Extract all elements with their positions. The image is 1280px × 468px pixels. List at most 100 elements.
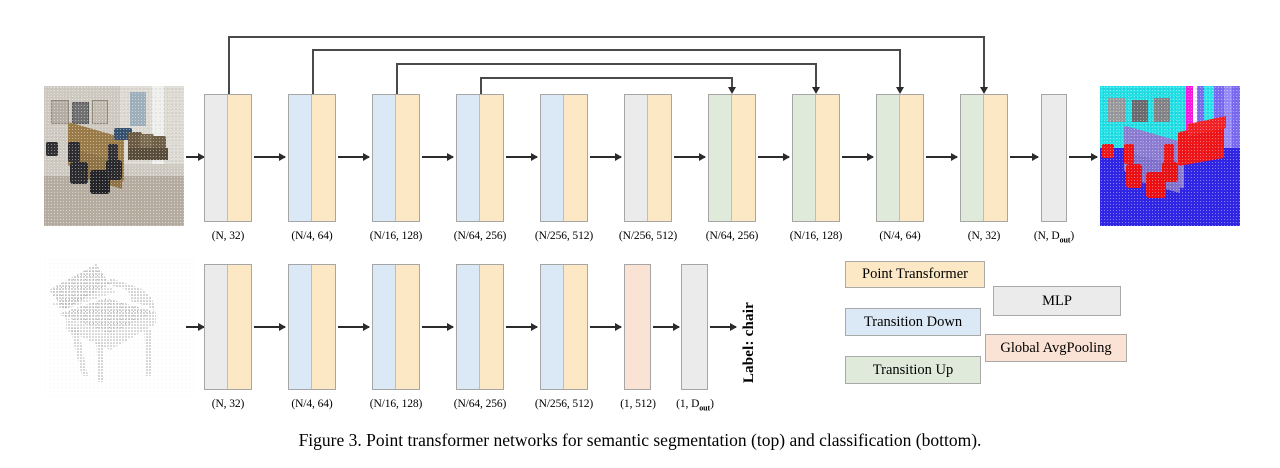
cls-block-4-dim: (N/256, 512)	[534, 398, 594, 410]
legend-label-transition-up: Transition Up	[872, 361, 954, 378]
legend-label-point-transformer: Point Transformer	[862, 266, 968, 282]
seg-arrow-5	[674, 152, 706, 161]
seg-block-9-transition-up	[961, 95, 984, 221]
cls-block-6-mlp	[682, 265, 707, 389]
seg-block-0-point-transformer	[228, 95, 251, 221]
cls-output-arrow	[710, 322, 737, 331]
seg-block-7-dim: (N/16, 128)	[789, 230, 843, 242]
seg-block-5-dim: (N/256, 512)	[618, 230, 678, 242]
cls-block-6-dim: (1, Dout)	[676, 398, 714, 413]
seg-block-0[interactable]	[204, 94, 252, 222]
cls-arrow-1	[338, 322, 370, 331]
seg-block-5-point-transformer	[648, 95, 671, 221]
legend-item-global-avgpooling[interactable]: Global AvgPooling	[985, 334, 1127, 362]
seg-arrow-1	[338, 152, 370, 161]
seg-arrow-4	[590, 152, 622, 161]
seg-block-6-transition-up	[709, 95, 732, 221]
legend-label-transition-down: Transition Down	[863, 313, 963, 330]
seg-arrow-3	[506, 152, 538, 161]
seg-block-4-dim: (N/256, 512)	[534, 230, 594, 242]
legend-label-global-avgpooling: Global AvgPooling	[1000, 339, 1112, 356]
seg-block-7[interactable]	[792, 94, 840, 222]
seg-arrow-9	[1010, 152, 1039, 161]
seg-block-9-point-transformer	[984, 95, 1007, 221]
seg-block-7-point-transformer	[816, 95, 839, 221]
legend-item-point-transformer[interactable]: Point Transformer	[845, 261, 985, 288]
cls-arrow-5	[653, 322, 680, 331]
seg-block-3-transition-down	[457, 95, 480, 221]
seg-block-2-point-transformer	[396, 95, 419, 221]
cls-block-3-point-transformer	[480, 265, 503, 389]
seg-block-0-mlp	[205, 95, 228, 221]
seg-block-1-point-transformer	[312, 95, 335, 221]
seg-block-2-dim: (N/16, 128)	[369, 230, 423, 242]
cls-block-5[interactable]	[624, 264, 651, 390]
cls-block-0-point-transformer	[228, 265, 251, 389]
seg-block-1[interactable]	[288, 94, 336, 222]
seg-block-9[interactable]	[960, 94, 1008, 222]
cls-block-5-global-avgpooling	[625, 265, 650, 389]
seg-block-10-dim: (N, Dout)	[1033, 230, 1075, 245]
seg-block-2[interactable]	[372, 94, 420, 222]
cls-arrow-4	[590, 322, 622, 331]
cls-block-1[interactable]	[288, 264, 336, 390]
seg-block-6-point-transformer	[732, 95, 755, 221]
seg-arrow-6	[758, 152, 790, 161]
cls-block-2[interactable]	[372, 264, 420, 390]
seg-block-1-transition-down	[289, 95, 312, 221]
classification-row: (N, 32) (N/4, 64) (N/16, 128) (N/64, 256…	[0, 250, 1280, 420]
seg-block-0-dim: (N, 32)	[211, 230, 245, 242]
cls-block-3-dim: (N/64, 256)	[453, 398, 507, 410]
cls-block-4-transition-down	[541, 265, 564, 389]
legend-item-mlp[interactable]: MLP	[993, 286, 1121, 316]
chair-pointcloud-svg	[44, 258, 194, 398]
seg-block-4[interactable]	[540, 94, 588, 222]
seg-block-5[interactable]	[624, 94, 672, 222]
seg-block-8[interactable]	[876, 94, 924, 222]
seg-block-9-dim: (N, 32)	[967, 230, 1001, 242]
cls-block-4[interactable]	[540, 264, 588, 390]
cls-block-3-transition-down	[457, 265, 480, 389]
seg-block-1-dim: (N/4, 64)	[291, 230, 333, 242]
cls-block-2-dim: (N/16, 128)	[369, 398, 423, 410]
cls-block-0[interactable]	[204, 264, 252, 390]
cls-arrow-0	[254, 322, 286, 331]
seg-arrow-0	[254, 152, 286, 161]
cls-arrow-3	[506, 322, 538, 331]
cls-block-5-dim: (1, 512)	[620, 398, 656, 410]
seg-block-5-mlp	[625, 95, 648, 221]
classification-input-arrow	[186, 322, 205, 331]
cls-block-6[interactable]	[681, 264, 708, 390]
legend-item-transition-down[interactable]: Transition Down	[845, 308, 981, 336]
seg-block-3-point-transformer	[480, 95, 503, 221]
seg-block-8-dim: (N/4, 64)	[879, 230, 921, 242]
cls-block-3[interactable]	[456, 264, 504, 390]
cls-block-1-dim: (N/4, 64)	[291, 398, 333, 410]
cls-block-4-point-transformer	[564, 265, 587, 389]
seg-block-4-transition-down	[541, 95, 564, 221]
seg-block-6[interactable]	[708, 94, 756, 222]
classification-output-label: Label: chair	[741, 302, 757, 384]
legend-item-transition-up[interactable]: Transition Up	[845, 356, 981, 384]
seg-arrow-2	[422, 152, 454, 161]
cls-block-1-point-transformer	[312, 265, 335, 389]
seg-block-10[interactable]	[1041, 94, 1067, 222]
seg-block-4-point-transformer	[564, 95, 587, 221]
seg-arrow-8	[926, 152, 958, 161]
seg-output-arrow	[1069, 152, 1098, 161]
seg-block-3[interactable]	[456, 94, 504, 222]
cls-block-1-transition-down	[289, 265, 312, 389]
segmentation-output-pointcloud	[1100, 86, 1240, 226]
seg-block-8-point-transformer	[900, 95, 923, 221]
segmentation-input-arrow	[186, 152, 205, 161]
cls-arrow-2	[422, 322, 454, 331]
seg-block-3-dim: (N/64, 256)	[453, 230, 507, 242]
cls-block-0-dim: (N, 32)	[211, 398, 245, 410]
seg-block-2-transition-down	[373, 95, 396, 221]
cls-block-2-point-transformer	[396, 265, 419, 389]
legend-label-mlp: MLP	[1042, 292, 1072, 309]
figure-caption: Figure 3. Point transformer networks for…	[298, 430, 982, 450]
segmentation-input-pointcloud	[44, 86, 184, 226]
segmentation-row: (N, 32) (N/4, 64) (N/16, 128) (N/64, 256…	[44, 36, 1240, 245]
seg-block-7-transition-up	[793, 95, 816, 221]
